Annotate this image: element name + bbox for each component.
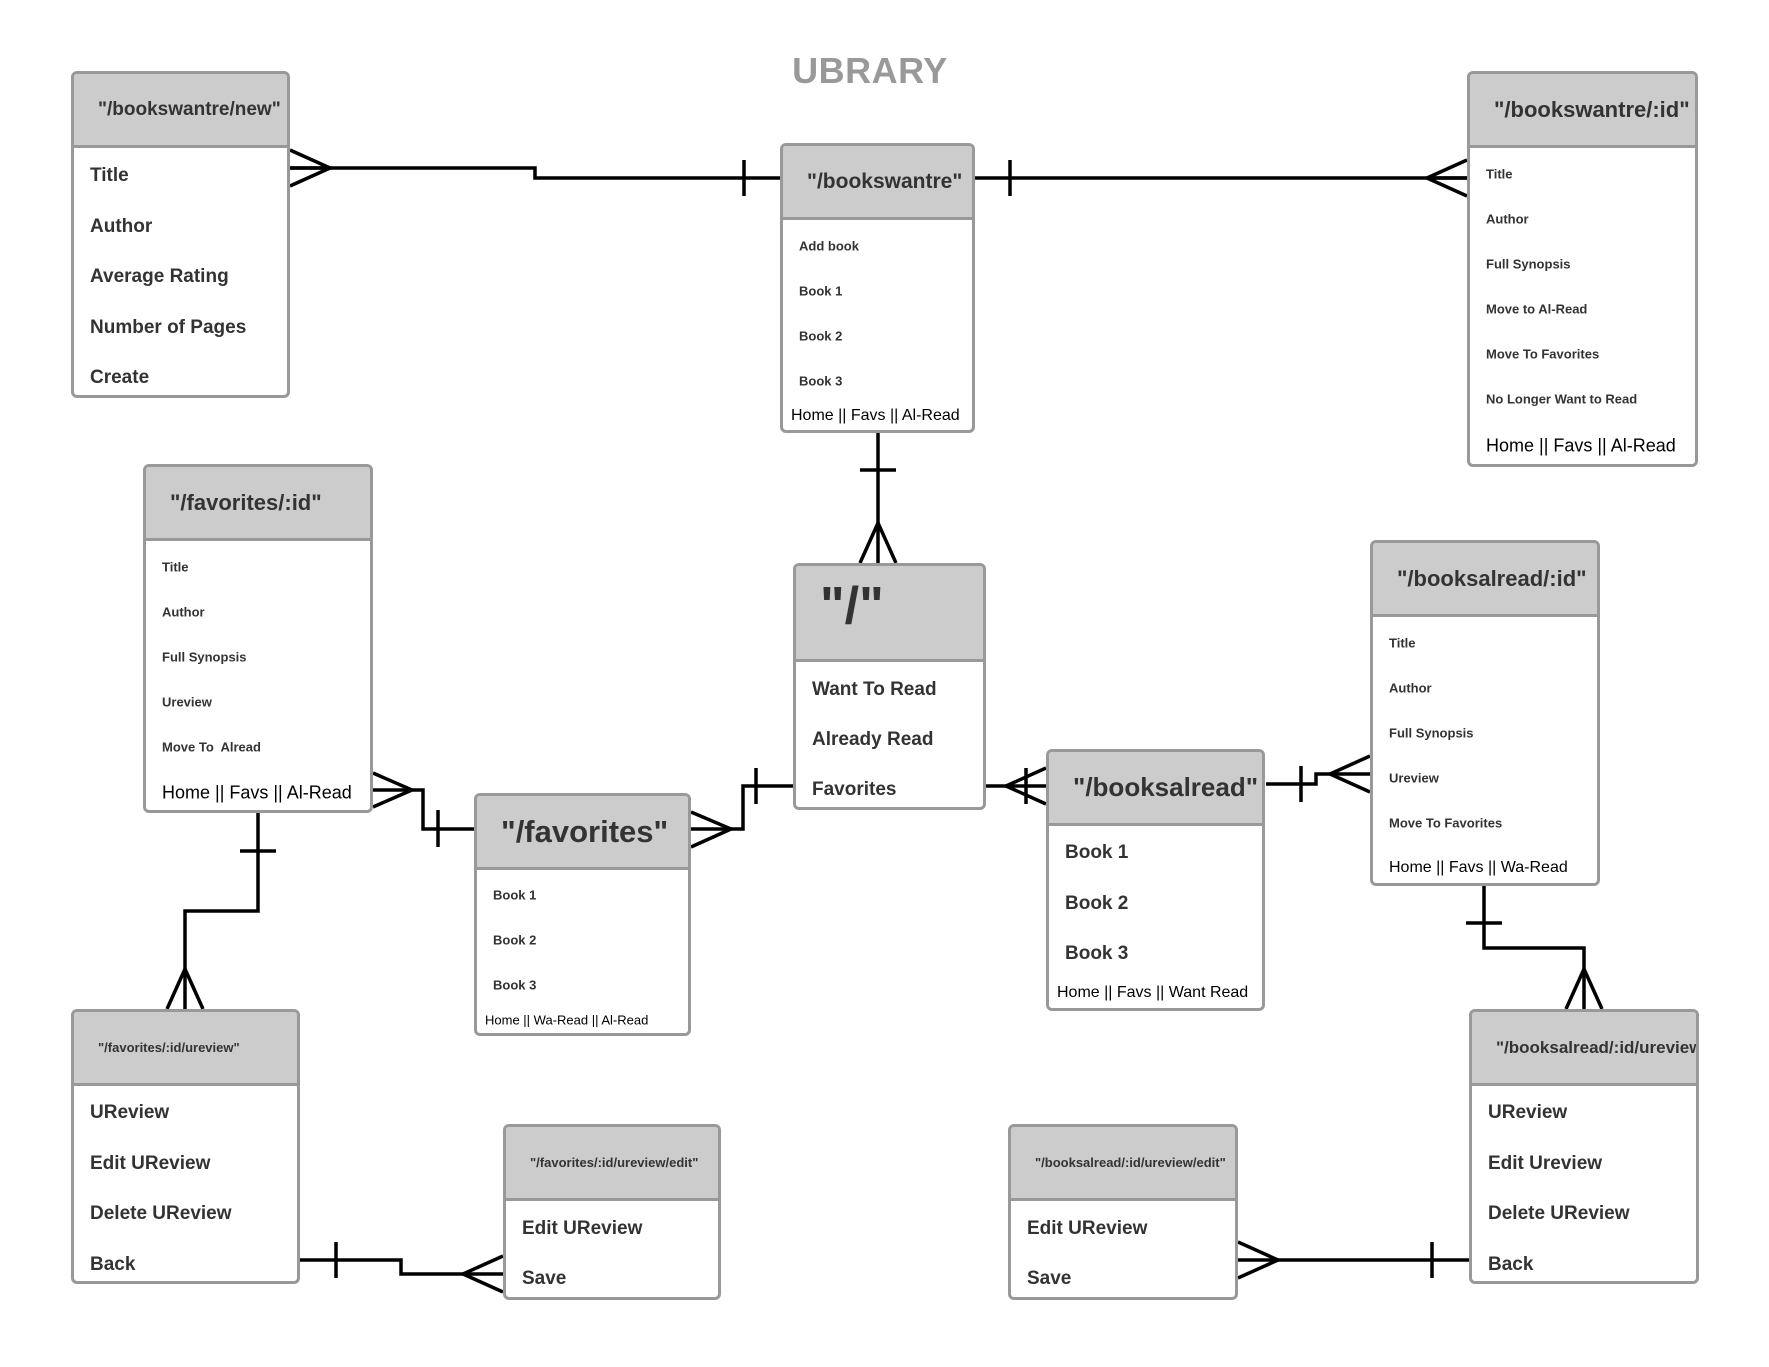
action-delete-ureview: Delete UReview	[90, 1203, 232, 1224]
nav-already-read: Already Read	[812, 729, 934, 750]
entity-header: "/bookswantre"	[783, 146, 972, 220]
nav-footer: Home || Favs || Wa-Read	[1389, 859, 1568, 876]
entity-header: "/booksalread/:id/ureview/edit"	[1011, 1127, 1235, 1201]
entity-bookswantre-new: "/bookswantre/new" Title Author Average …	[71, 71, 290, 398]
action-no-longer-want: No Longer Want to Read	[1486, 391, 1638, 407]
entity-booksalread: "/booksalread" Book 1 Book 2 Book 3 Home…	[1046, 749, 1265, 1011]
entity-booksalread-id-ureview-edit: "/booksalread/:id/ureview/edit" Edit URe…	[1008, 1124, 1238, 1300]
field-full-synopsis: Full Synopsis	[1486, 256, 1571, 272]
list-item-book-1: Book 1	[1065, 842, 1129, 863]
field-edit-ureview: Edit UReview	[522, 1218, 643, 1239]
entity-bookswantre-id: "/bookswantre/:id" Title Author Full Syn…	[1467, 71, 1698, 467]
action-edit-ureview: Edit UReview	[90, 1153, 211, 1174]
action-save: Save	[1027, 1268, 1072, 1289]
connector-booksalread-edit-to-ureview	[1237, 1240, 1469, 1280]
nav-footer: Home || Favs || Al-Read	[162, 782, 352, 803]
nav-footer: Home || Favs || Al-Read	[791, 407, 960, 424]
list-item-book-3: Book 3	[493, 977, 537, 993]
field-ureview: UReview	[1488, 1102, 1568, 1123]
field-author: Author	[162, 604, 205, 620]
field-title: Title	[1389, 635, 1416, 651]
connector-favorites-to-root	[690, 768, 793, 849]
field-title: Title	[90, 165, 129, 186]
entity-booksalread-id: "/booksalread/:id" Title Author Full Syn…	[1370, 540, 1600, 886]
field-create: Create	[90, 367, 150, 388]
field-number-of-pages: Number of Pages	[90, 317, 247, 338]
connector-booksalread-id-to-ureview	[1466, 886, 1604, 1010]
entity-favorites: "/favorites" Book 1 Book 2 Book 3 Home |…	[474, 793, 691, 1036]
action-back: Back	[1488, 1254, 1534, 1275]
list-item-book-3: Book 3	[799, 373, 843, 389]
entity-header: "/booksalread/:id"	[1373, 543, 1597, 617]
action-move-to-alread: Move To Alread	[162, 739, 261, 755]
connector-booksalread-to-booksalread-id	[1266, 754, 1371, 802]
list-item-book-1: Book 1	[493, 887, 537, 903]
entity-header: "/"	[796, 566, 983, 662]
nav-favorites: Favorites	[812, 779, 897, 800]
list-item-book-2: Book 2	[1065, 893, 1129, 914]
nav-footer: Home || Favs || Al-Read	[1486, 435, 1676, 456]
field-average-rating: Average Rating	[90, 266, 229, 287]
nav-want-to-read: Want To Read	[812, 679, 937, 700]
connector-bookswantre-to-root	[858, 433, 898, 564]
field-edit-ureview: Edit UReview	[1027, 1218, 1148, 1239]
connector-bookswantre-to-bookswantre-id	[975, 158, 1468, 198]
entity-favorites-id-ureview: "/favorites/:id/ureview" UReview Edit UR…	[71, 1009, 300, 1284]
entity-header: "/bookswantre/new"	[74, 74, 287, 148]
field-author: Author	[1486, 211, 1529, 227]
diagram-title: UBRARY	[792, 50, 948, 91]
entity-header: "/bookswantre/:id"	[1470, 74, 1695, 148]
entity-header: "/booksalread/:id/ureview"	[1472, 1012, 1696, 1086]
nav-footer: Home || Wa-Read || Al-Read	[485, 1012, 649, 1028]
list-item-add-book: Add book	[799, 238, 859, 254]
field-author: Author	[1389, 680, 1432, 696]
list-item-book-2: Book 2	[799, 328, 843, 344]
entity-favorites-id: "/favorites/:id" Title Author Full Synop…	[143, 464, 373, 813]
action-delete-ureview: Delete UReview	[1488, 1203, 1630, 1224]
action-move-to-al-read: Move to Al-Read	[1486, 301, 1588, 317]
field-title: Title	[1486, 166, 1513, 182]
entity-bookswantre: "/bookswantre" Add book Book 1 Book 2 Bo…	[780, 143, 975, 433]
entity-header: "/favorites/:id/ureview"	[74, 1012, 297, 1086]
entity-header: "/favorites/:id/ureview/edit"	[506, 1127, 718, 1201]
field-title: Title	[162, 559, 189, 575]
connector-ureview-to-favorites-edit	[300, 1242, 504, 1294]
entity-header: "/favorites"	[477, 796, 688, 870]
entity-header: "/booksalread"	[1049, 752, 1262, 826]
action-move-to-favorites: Move To Favorites	[1389, 815, 1503, 831]
action-save: Save	[522, 1268, 567, 1289]
action-back: Back	[90, 1254, 136, 1275]
field-full-synopsis: Full Synopsis	[1389, 725, 1474, 741]
list-item-book-3: Book 3	[1065, 943, 1129, 964]
field-ureview: UReview	[90, 1102, 170, 1123]
field-full-synopsis: Full Synopsis	[162, 649, 247, 665]
connector-root-to-booksalread	[986, 766, 1047, 806]
action-edit-ureview: Edit Ureview	[1488, 1153, 1603, 1174]
nav-footer: Home || Favs || Want Read	[1057, 984, 1249, 1001]
field-ureview: Ureview	[1389, 770, 1439, 786]
entity-header: "/favorites/:id"	[146, 467, 370, 541]
entity-booksalread-id-ureview: "/booksalread/:id/ureview" UReview Edit …	[1469, 1009, 1699, 1284]
field-author: Author	[90, 216, 153, 237]
connector-favorites-id-to-favorites	[372, 771, 474, 847]
entity-favorites-id-ureview-edit: "/favorites/:id/ureview/edit" Edit URevi…	[503, 1124, 721, 1300]
connector-favorites-id-to-ureview	[165, 813, 276, 1010]
action-move-to-favorites: Move To Favorites	[1486, 346, 1600, 362]
entity-root: "/" Want To Read Already Read Favorites	[793, 563, 986, 810]
list-item-book-2: Book 2	[493, 932, 537, 948]
list-item-book-1: Book 1	[799, 283, 843, 299]
field-ureview: Ureview	[162, 694, 212, 710]
connector-bookswantre-new-to-bookswantre	[289, 148, 780, 196]
